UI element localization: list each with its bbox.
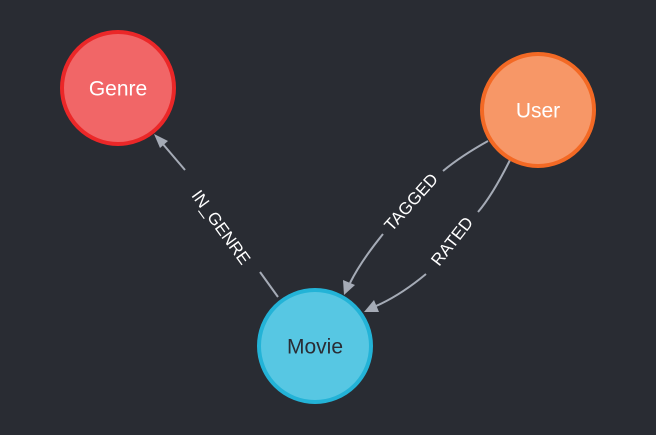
relationship-rated-line-start bbox=[477, 159, 511, 213]
relationship-in-genre-line-start bbox=[259, 271, 279, 298]
relationship-in-genre-arrowhead bbox=[154, 134, 168, 148]
node-genre[interactable]: Genre bbox=[60, 30, 176, 146]
node-movie[interactable]: Movie bbox=[257, 288, 373, 404]
node-user-label: User bbox=[516, 100, 560, 123]
relationship-tagged-arrowhead bbox=[343, 280, 355, 295]
relationship-tagged-label: TAGGED bbox=[381, 170, 442, 235]
node-user[interactable]: User bbox=[480, 52, 596, 168]
relationship-in-genre[interactable]: IN_GENRE bbox=[154, 134, 279, 298]
node-genre-circle bbox=[60, 30, 176, 146]
relationship-rated-label: RATED bbox=[427, 213, 477, 269]
node-movie-label: Movie bbox=[287, 336, 343, 359]
node-movie-circle bbox=[257, 288, 373, 404]
relationship-rated-line-end bbox=[375, 273, 427, 307]
relationship-tagged-line-start bbox=[442, 140, 489, 172]
node-genre-label: Genre bbox=[89, 78, 147, 101]
relationship-tagged-line-end bbox=[349, 233, 384, 284]
relationship-in-genre-label: IN_GENRE bbox=[188, 187, 254, 268]
relationship-in-genre-line-end bbox=[161, 142, 186, 171]
node-user-circle bbox=[480, 52, 596, 168]
relationship-rated-arrowhead bbox=[364, 300, 379, 312]
